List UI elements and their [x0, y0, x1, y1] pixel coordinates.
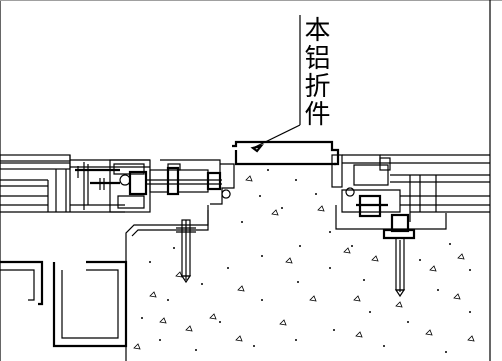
right-anchor-bolt	[382, 213, 416, 298]
annotation-label: 本铝折件	[300, 16, 330, 128]
leader-arrow	[250, 15, 301, 153]
concrete-hatch	[133, 169, 475, 353]
aluminum-fold-piece	[125, 140, 340, 361]
right-frame-profiles	[331, 154, 490, 230]
square-tubes	[0, 260, 128, 348]
left-screw	[75, 162, 120, 210]
central-profile	[109, 159, 222, 213]
left-anchor-bolt	[176, 219, 196, 284]
